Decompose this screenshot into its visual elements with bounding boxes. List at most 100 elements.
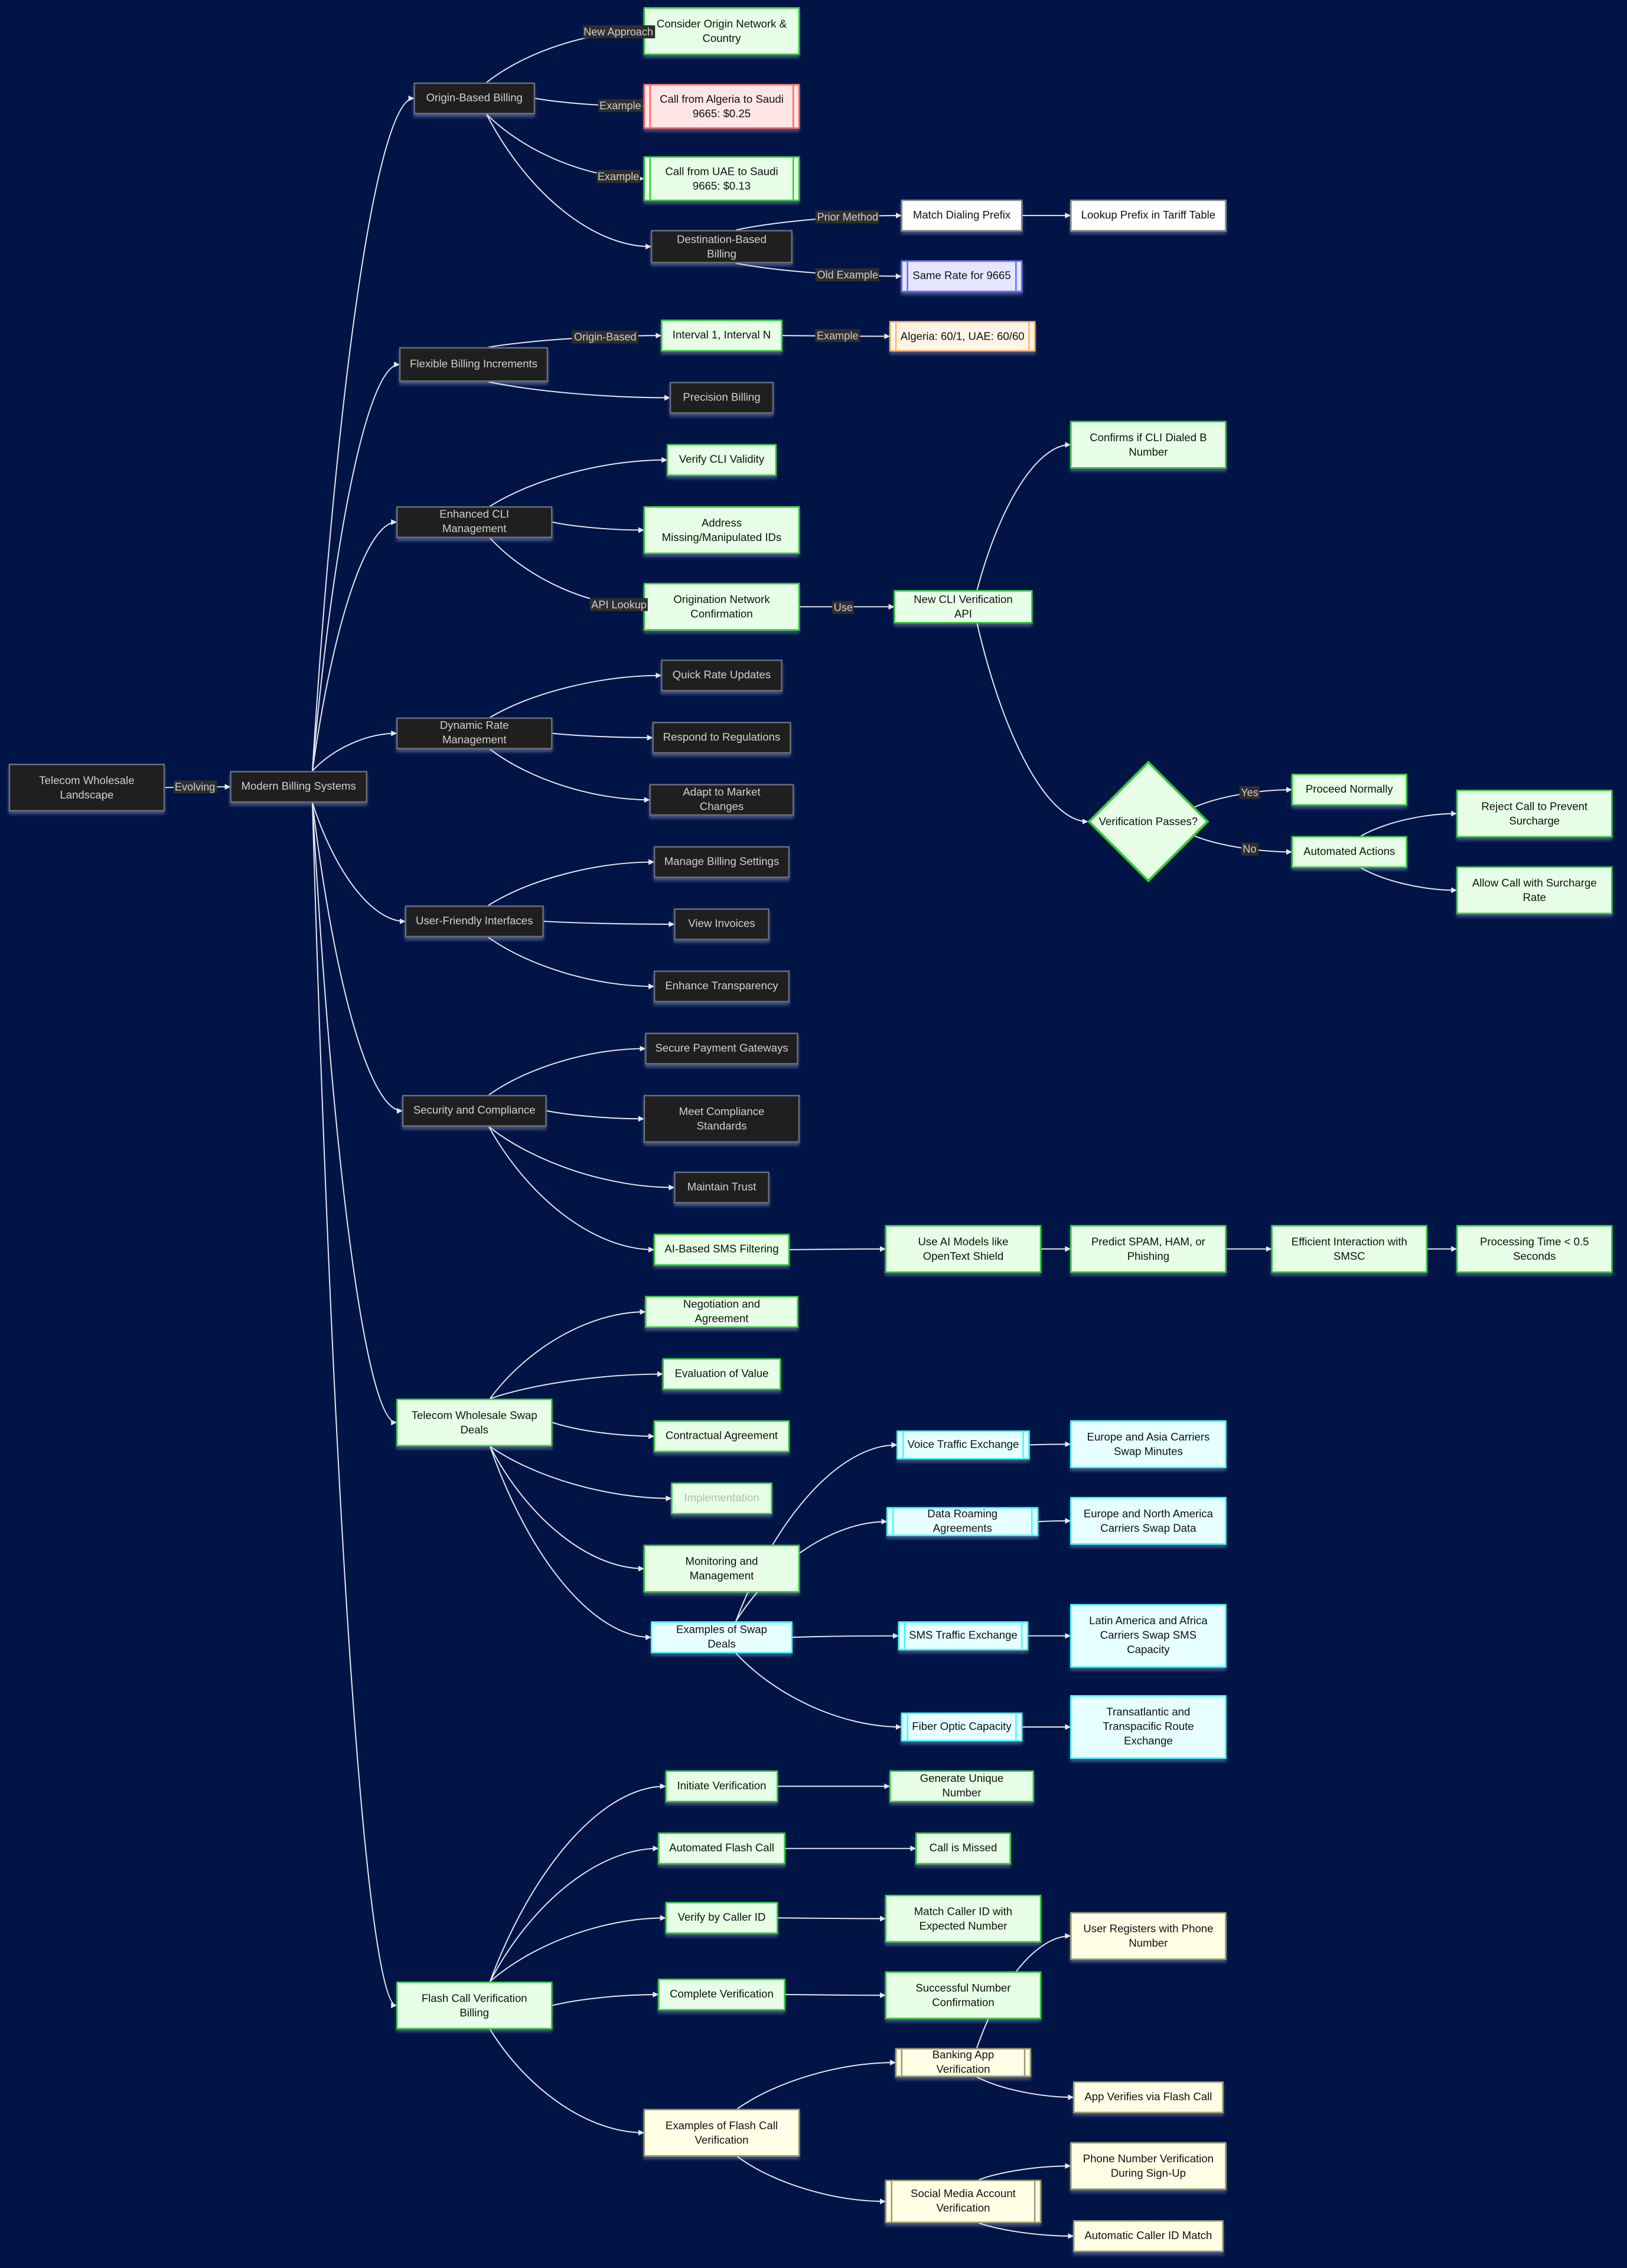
node-vi[interactable]: View Invoices	[674, 908, 770, 940]
edge-tws-ev	[490, 1371, 663, 1400]
node-obb[interactable]: Origin-Based Billing	[413, 82, 536, 115]
node-label: Enhanced CLI Management	[439, 507, 510, 536]
node-eis[interactable]: Efficient Interaction with SMSC	[1271, 1225, 1428, 1273]
node-pn[interactable]: Proceed Normally	[1291, 774, 1407, 806]
node-ev[interactable]: Evaluation of Value	[662, 1358, 781, 1390]
node-ufi[interactable]: User-Friendly Interfaces	[405, 905, 544, 937]
node-label: User-Friendly Interfaces	[416, 914, 533, 927]
node-sc[interactable]: Security and Compliance	[402, 1094, 547, 1127]
node-vcv[interactable]: Verify CLI Validity	[666, 444, 777, 476]
node-ecm[interactable]: Enhanced CLI Management	[396, 506, 553, 538]
node-amc[interactable]: Adapt to Market Changes	[649, 784, 794, 816]
node-vci[interactable]: Verify by Caller ID	[665, 1902, 778, 1934]
node-int[interactable]: Interval 1, Interval N	[661, 320, 782, 352]
node-label: App Verifies via Flash Call	[1084, 2090, 1212, 2103]
node-bav[interactable]: Banking App Verification	[895, 2048, 1032, 2077]
edge-vp-pn	[1194, 787, 1292, 808]
edge-ecm-onc	[489, 537, 644, 610]
edge-obb-dbb	[485, 114, 651, 250]
node-ste[interactable]: SMS Traffic Exchange	[898, 1621, 1029, 1651]
node-srf[interactable]: Same Rate for 9665	[901, 260, 1023, 292]
node-pb[interactable]: Precision Billing	[669, 382, 774, 414]
node-mcs[interactable]: Meet Compliance Standards	[643, 1094, 800, 1143]
node-na[interactable]: Negotiation and Agreement	[645, 1296, 798, 1328]
node-mt[interactable]: Maintain Trust	[674, 1171, 770, 1204]
node-fcv[interactable]: Flash Call Verification Billing	[396, 1981, 553, 2029]
node-label: Examples of Flash Call Verification	[665, 2118, 778, 2146]
node-snc[interactable]: Successful Number Confirmation	[885, 1971, 1042, 2019]
node-com[interactable]: Consider Origin Network & Country	[643, 7, 800, 56]
node-mci[interactable]: Match Caller ID with Expected Number	[885, 1895, 1042, 1943]
node-label: Phone Number Verification During Sign-Up	[1083, 2151, 1214, 2179]
node-lac[interactable]: Latin America and Africa Carriers Swap S…	[1070, 1604, 1227, 1668]
node-ifv[interactable]: Initiate Verification	[665, 1770, 778, 1803]
node-vte[interactable]: Voice Traffic Exchange	[896, 1430, 1030, 1459]
node-label: Banking App Verification	[932, 2048, 995, 2076]
node-dra[interactable]: Data Roaming Agreements	[886, 1507, 1039, 1536]
node-ncv[interactable]: New CLI Verification API	[894, 590, 1033, 624]
node-label: Call is Missed	[929, 1841, 997, 1855]
node-label: Monitoring and Management	[685, 1554, 758, 1582]
node-ais[interactable]: AI-Based SMS Filtering	[653, 1233, 790, 1266]
node-efc[interactable]: Examples of Flash Call Verification	[643, 2109, 800, 2157]
edge-mbs-ecm	[311, 519, 397, 771]
node-ca[interactable]: Contractual Agreement	[653, 1420, 790, 1452]
node-lpt[interactable]: Lookup Prefix in Tariff Table	[1070, 199, 1227, 232]
node-rcp[interactable]: Reject Call to Prevent Surcharge	[1456, 790, 1613, 838]
node-sma[interactable]: Social Media Account Verification	[885, 2179, 1042, 2223]
node-cv[interactable]: Complete Verification	[658, 1979, 785, 2010]
node-uae[interactable]: Call from UAE to Saudi 9665: $0.13	[643, 156, 800, 201]
edge-mbs-obb	[311, 95, 415, 771]
node-eas[interactable]: Europe and Asia Carriers Swap Minutes	[1070, 1420, 1227, 1468]
node-avf[interactable]: App Verifies via Flash Call	[1073, 2081, 1224, 2113]
decision-vp[interactable]: Verification Passes?	[1087, 761, 1209, 882]
node-spg[interactable]: Secure Payment Gateways	[645, 1032, 798, 1065]
node-rtr[interactable]: Respond to Regulations	[652, 722, 791, 754]
node-pt[interactable]: Processing Time < 0.5 Seconds	[1456, 1225, 1613, 1273]
node-root[interactable]: Telecom Wholesale Landscape	[8, 764, 165, 812]
node-aa[interactable]: Automated Actions	[1291, 836, 1407, 868]
node-ttr[interactable]: Transatlantic and Transpacific Route Exc…	[1070, 1695, 1227, 1759]
node-amm[interactable]: Address Missing/Manipulated IDs	[643, 506, 800, 554]
node-imp[interactable]: Implementation	[671, 1482, 772, 1514]
node-foc[interactable]: Fiber Optic Capacity	[901, 1712, 1023, 1742]
node-afc[interactable]: Automated Flash Call	[658, 1832, 785, 1865]
node-gun[interactable]: Generate Unique Number	[889, 1770, 1034, 1803]
node-label: Match Caller ID with Expected Number	[914, 1904, 1013, 1932]
node-acs[interactable]: Allow Call with Surcharge Rate	[1456, 866, 1613, 914]
node-label: Latin America and Africa Carriers Swap S…	[1089, 1614, 1208, 1656]
edge-sc-mcs	[546, 1110, 644, 1122]
node-cdb[interactable]: Confirms if CLI Dialed B Number	[1070, 421, 1227, 469]
node-label: Precision Billing	[683, 390, 761, 404]
node-mm[interactable]: Monitoring and Management	[643, 1544, 800, 1593]
node-qru[interactable]: Quick Rate Updates	[661, 659, 782, 692]
node-cim[interactable]: Call is Missed	[915, 1832, 1011, 1865]
edge-mbs-ufi	[312, 802, 406, 924]
node-esd[interactable]: Examples of Swap Deals	[651, 1621, 793, 1654]
edge-label: Evolving	[173, 780, 217, 794]
node-uai[interactable]: Use AI Models like OpenText Shield	[885, 1225, 1042, 1273]
node-label: Origin-Based Billing	[426, 91, 523, 105]
node-mbs2[interactable]: Manage Billing Settings	[653, 846, 790, 878]
edge-label: Origin-Based	[572, 330, 638, 344]
node-dbb[interactable]: Destination-Based Billing	[651, 230, 793, 263]
node-et[interactable]: Enhance Transparency	[653, 970, 790, 1003]
node-drm[interactable]: Dynamic Rate Management	[396, 717, 553, 750]
node-pnv[interactable]: Phone Number Verification During Sign-Up	[1070, 2142, 1227, 2190]
edge-tws-mm	[489, 1446, 644, 1572]
node-label: Voice Traffic Exchange	[907, 1438, 1019, 1451]
node-ena[interactable]: Europe and North America Carriers Swap D…	[1070, 1497, 1227, 1545]
node-alg2[interactable]: Algeria: 60/1, UAE: 60/60	[889, 321, 1036, 352]
edge-mbs-drm	[312, 730, 397, 771]
node-acm[interactable]: Automatic Caller ID Match	[1073, 2220, 1224, 2252]
node-mbs[interactable]: Modern Billing Systems	[230, 771, 368, 803]
node-label: Destination-Based Billing	[677, 232, 767, 260]
edge-label: Example	[815, 330, 860, 343]
node-onc[interactable]: Origination Network Confirmation	[643, 582, 800, 631]
node-urp[interactable]: User Registers with Phone Number	[1070, 1912, 1227, 1960]
node-mdp[interactable]: Match Dialing Prefix	[901, 199, 1023, 232]
node-alg[interactable]: Call from Algeria to Saudi 9665: $0.25	[643, 84, 800, 129]
node-fbi[interactable]: Flexible Billing Increments	[399, 347, 549, 382]
node-psh[interactable]: Predict SPAM, HAM, or Phishing	[1070, 1225, 1227, 1273]
node-tws[interactable]: Telecom Wholesale Swap Deals	[396, 1399, 553, 1446]
